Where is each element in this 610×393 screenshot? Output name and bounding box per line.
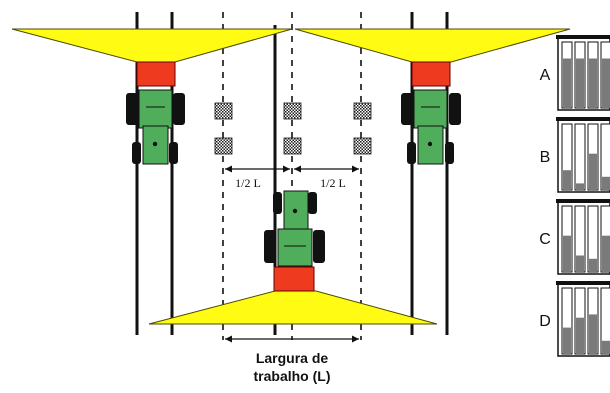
tire-rear-left <box>264 230 276 263</box>
collector-fill-bar <box>602 235 610 272</box>
collector-fill-bar <box>563 170 571 190</box>
panel-label-d: D <box>539 313 551 330</box>
panel-top-bar <box>556 281 610 285</box>
tractor-cab <box>413 89 448 129</box>
half-width-label-left: 1/2 L <box>235 176 261 190</box>
collector-fill-bar <box>602 176 610 190</box>
tractor-right <box>401 61 461 165</box>
spread-fan-right <box>294 28 571 63</box>
collection-tray <box>283 102 302 120</box>
collection-tray <box>214 137 233 155</box>
collector-fill-bar <box>589 58 597 108</box>
collector-fill-bar <box>576 183 584 190</box>
tire-rear-left <box>126 93 138 125</box>
panel-top-bar <box>556 117 610 121</box>
collector-tube <box>574 123 586 191</box>
panel-top-bar <box>556 199 610 203</box>
tire-front-right <box>445 142 454 164</box>
collector-fill-bar <box>576 58 584 108</box>
collector-fill-bar <box>602 58 610 108</box>
tire-front-right <box>169 142 178 164</box>
collection-tray <box>214 102 233 120</box>
hood-dot <box>152 141 158 147</box>
collector-fill-bar <box>576 255 584 272</box>
distribution-panels: A B C D <box>539 35 610 357</box>
working-width-label-line1: Largura de <box>256 350 329 366</box>
collector-fill-bar <box>589 314 597 354</box>
tractor-cab <box>277 228 313 267</box>
spreader-hopper <box>273 266 315 292</box>
panel-label-a: A <box>540 67 551 84</box>
collector-fill-bar <box>563 327 571 354</box>
tire-front-right <box>308 192 317 214</box>
tractor-left <box>126 61 185 165</box>
half-width-label-right: 1/2 L <box>320 176 346 190</box>
collector-fill-bar <box>563 58 571 108</box>
collection-tray <box>283 137 302 155</box>
panel-top-bar <box>556 35 610 39</box>
collector-fill-bar <box>589 153 597 190</box>
panel-label-c: C <box>539 231 551 248</box>
tractor-cab <box>138 89 173 129</box>
tire-front-left <box>132 142 141 164</box>
collector-fill-bar <box>576 317 584 354</box>
collection-tray <box>353 102 372 120</box>
panel-label-b: B <box>540 149 551 166</box>
collector-fill-bar <box>563 235 571 272</box>
tire-rear-left <box>401 93 413 125</box>
collector-fill-bar <box>602 340 610 354</box>
tire-rear-right <box>173 93 185 125</box>
spread-fan-left <box>11 28 293 63</box>
hood-dot <box>292 208 298 214</box>
tire-front-left <box>407 142 416 164</box>
collection-tray <box>353 137 372 155</box>
tractor-center <box>264 190 325 292</box>
hood-dot <box>427 141 433 147</box>
working-width-label-line2: trabalho (L) <box>254 368 331 384</box>
spreader-hopper <box>136 61 176 87</box>
spreader-hopper <box>411 61 451 87</box>
spread-fan-bottom <box>148 290 438 325</box>
collection-trays <box>214 102 372 155</box>
collector-fill-bar <box>589 258 597 272</box>
tire-rear-right <box>449 93 461 125</box>
tire-front-left <box>273 192 282 214</box>
tire-rear-right <box>313 230 325 263</box>
